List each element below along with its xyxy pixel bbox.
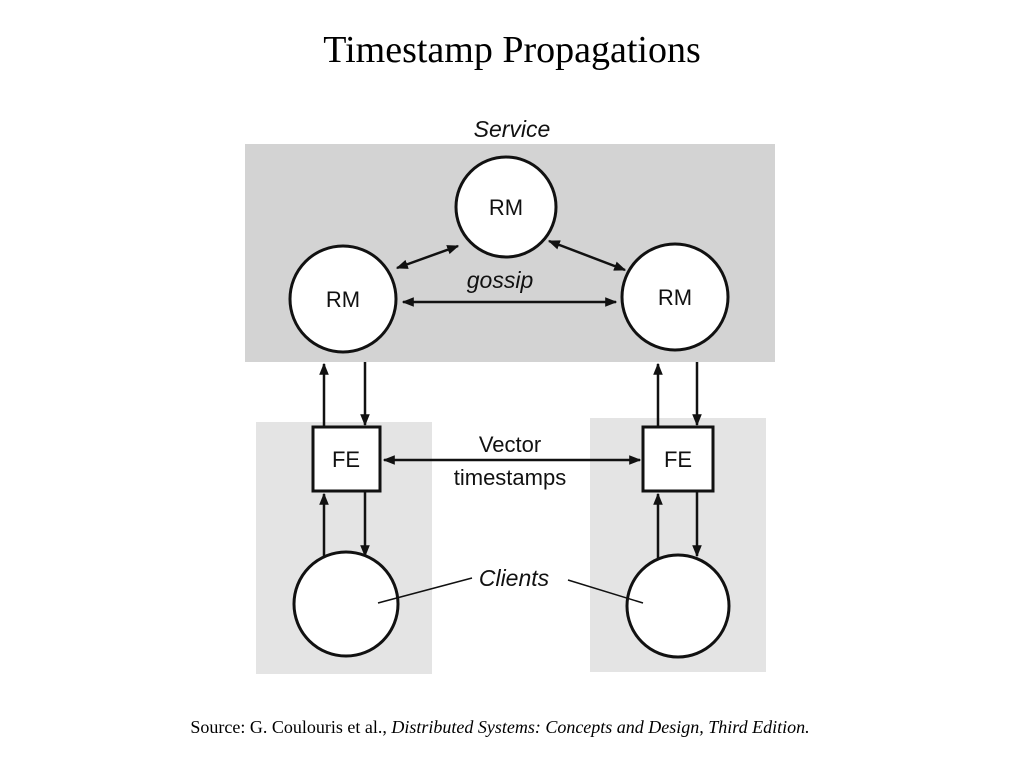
rm-node-right: RM [620, 242, 730, 352]
fe-node-left-label: FE [332, 447, 360, 472]
rm-node-right-label: RM [658, 285, 692, 310]
vector-label-line2: timestamps [454, 465, 566, 490]
gossip-label: gossip [467, 267, 534, 293]
service-label: Service [474, 116, 551, 142]
fe-node-right: FE [641, 425, 715, 493]
rm-node-top: RM [454, 155, 558, 259]
fe-node-left: FE [311, 425, 382, 493]
slide-title: Timestamp Propagations [323, 29, 701, 71]
gossip-arrow-top-right [547, 239, 627, 272]
gossip-arrow-left-top [395, 244, 460, 270]
fe-node-right-label: FE [664, 447, 692, 472]
caption-prefix: Source: G. Coulouris et al., [190, 717, 392, 737]
client-node-right [625, 553, 731, 659]
caption-book-title: Distributed Systems: Concepts and Design… [391, 717, 810, 737]
vector-label-line1: Vector [479, 432, 541, 457]
rm-node-left: RM [288, 244, 398, 354]
source-caption: Source: G. Coulouris et al., Distributed… [0, 717, 1000, 738]
clients-leader-left [377, 577, 473, 604]
clients-label: Clients [479, 565, 550, 591]
rm-node-top-label: RM [489, 195, 523, 220]
client-node-left [292, 550, 400, 658]
rm-node-left-label: RM [326, 287, 360, 312]
clients-leader-right [567, 579, 644, 604]
